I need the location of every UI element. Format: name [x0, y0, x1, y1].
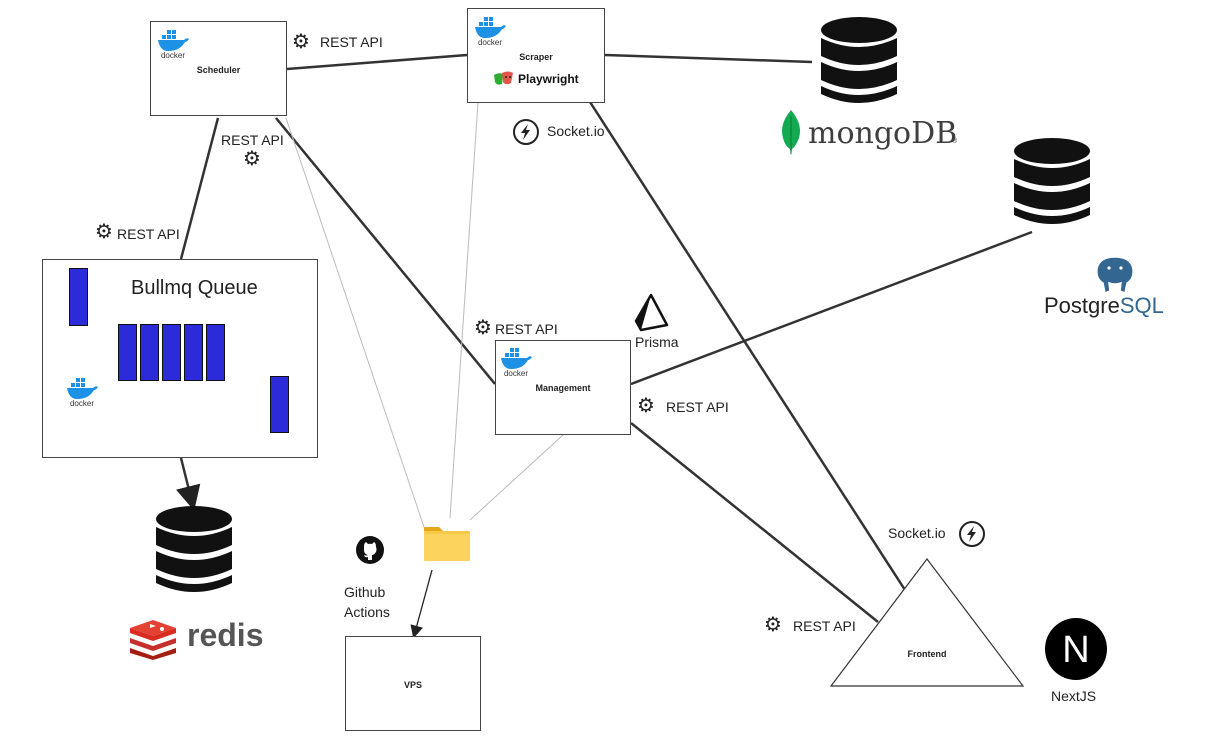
postgres-logo: PostgreSQL — [1043, 255, 1193, 320]
frontend-node[interactable]: Frontend — [829, 557, 1025, 688]
bullmq-queue-node[interactable]: Bullmq Queue docker — [42, 259, 318, 458]
mongodb-logo: mongoDB ® — [780, 110, 970, 158]
frontend-label: Frontend — [907, 649, 947, 659]
gear-icon: ⚙ — [474, 317, 492, 339]
svg-text:docker: docker — [70, 399, 94, 408]
queue-items — [118, 324, 230, 381]
queue-item — [206, 324, 225, 381]
postgres-database-icon — [1012, 137, 1092, 229]
queue-title: Bullmq Queue — [131, 277, 258, 299]
queue-item-outgoing — [270, 376, 289, 433]
nextjs-logo: N — [1044, 617, 1108, 681]
queue-item — [118, 324, 137, 381]
postgres-elephant-icon — [1096, 256, 1134, 295]
queue-item-incoming — [69, 268, 88, 326]
docker-icon: docker — [156, 27, 190, 60]
nextjs-glyph: N — [1062, 629, 1090, 671]
folder-icon — [424, 527, 470, 561]
playwright-label: Playwright — [518, 72, 579, 86]
queue-item — [184, 324, 203, 381]
queue-item — [140, 324, 159, 381]
line-scheduler-scraper — [286, 53, 468, 71]
queue-item — [162, 324, 181, 381]
postgres-text: PostgreSQL — [1044, 293, 1164, 318]
management-node[interactable]: docker Management — [495, 340, 631, 435]
gear-icon: ⚙ — [243, 148, 261, 170]
redis-logo: redis — [128, 617, 268, 662]
nextjs-icon — [1045, 618, 1107, 680]
line-management-frontend — [630, 422, 879, 623]
socketio-icon — [959, 521, 985, 547]
management-label: Management — [535, 383, 591, 393]
prisma-label: Prisma — [635, 334, 679, 350]
vps-label: VPS — [403, 680, 422, 690]
nextjs-label: NextJS — [1051, 688, 1097, 704]
github-icon — [355, 535, 385, 565]
gear-icon: ⚙ — [637, 395, 655, 417]
rest-api-label-scheduler-down: REST API ⚙ — [221, 132, 284, 170]
playwright-icon — [494, 71, 513, 85]
mongodb-text: mongoDB — [808, 116, 958, 151]
mongodb-registered-mark: ® — [952, 138, 958, 145]
svg-text:docker: docker — [478, 38, 502, 47]
docker-text: docker — [161, 51, 185, 60]
scraper-node[interactable]: docker Scraper Playwright — [467, 8, 605, 103]
line-scraper-mongodb — [604, 53, 813, 64]
prisma-icon — [634, 293, 669, 332]
line-scheduler-queue — [179, 117, 220, 260]
docker-icon: docker — [499, 345, 533, 378]
scraper-label: Scraper — [519, 52, 553, 62]
playwright-logo: Playwright — [493, 70, 583, 88]
mongodb-database-icon — [819, 16, 899, 108]
svg-text:docker: docker — [504, 369, 528, 378]
mongodb-leaf-icon — [782, 110, 800, 156]
prisma-logo: Prisma — [633, 293, 693, 354]
scheduler-node[interactable]: docker Scheduler — [150, 21, 287, 116]
gear-icon: ⚙ — [764, 614, 782, 636]
line-management-postgres — [630, 230, 1033, 386]
socketio-icon — [513, 119, 539, 145]
redis-database-icon — [154, 505, 234, 597]
thin-line-folder-management — [469, 434, 564, 521]
line-queue-redis — [176, 457, 201, 511]
redis-cube-icon — [130, 620, 176, 660]
github-actions-label: Github Actions — [344, 584, 390, 620]
line-scraper-frontend — [588, 101, 907, 591]
vps-node[interactable]: VPS — [345, 636, 481, 731]
line-folder-vps — [410, 569, 433, 639]
gear-icon: ⚙ — [292, 31, 310, 53]
docker-icon: docker — [473, 14, 507, 47]
thin-line-folder-scraper — [449, 101, 479, 519]
scheduler-label: Scheduler — [196, 65, 241, 75]
redis-text: redis — [187, 617, 264, 653]
gear-icon: ⚙ — [95, 221, 113, 243]
docker-icon: docker — [65, 375, 99, 408]
line-scheduler-management — [275, 117, 496, 385]
thin-line-scheduler-folder — [285, 117, 426, 531]
